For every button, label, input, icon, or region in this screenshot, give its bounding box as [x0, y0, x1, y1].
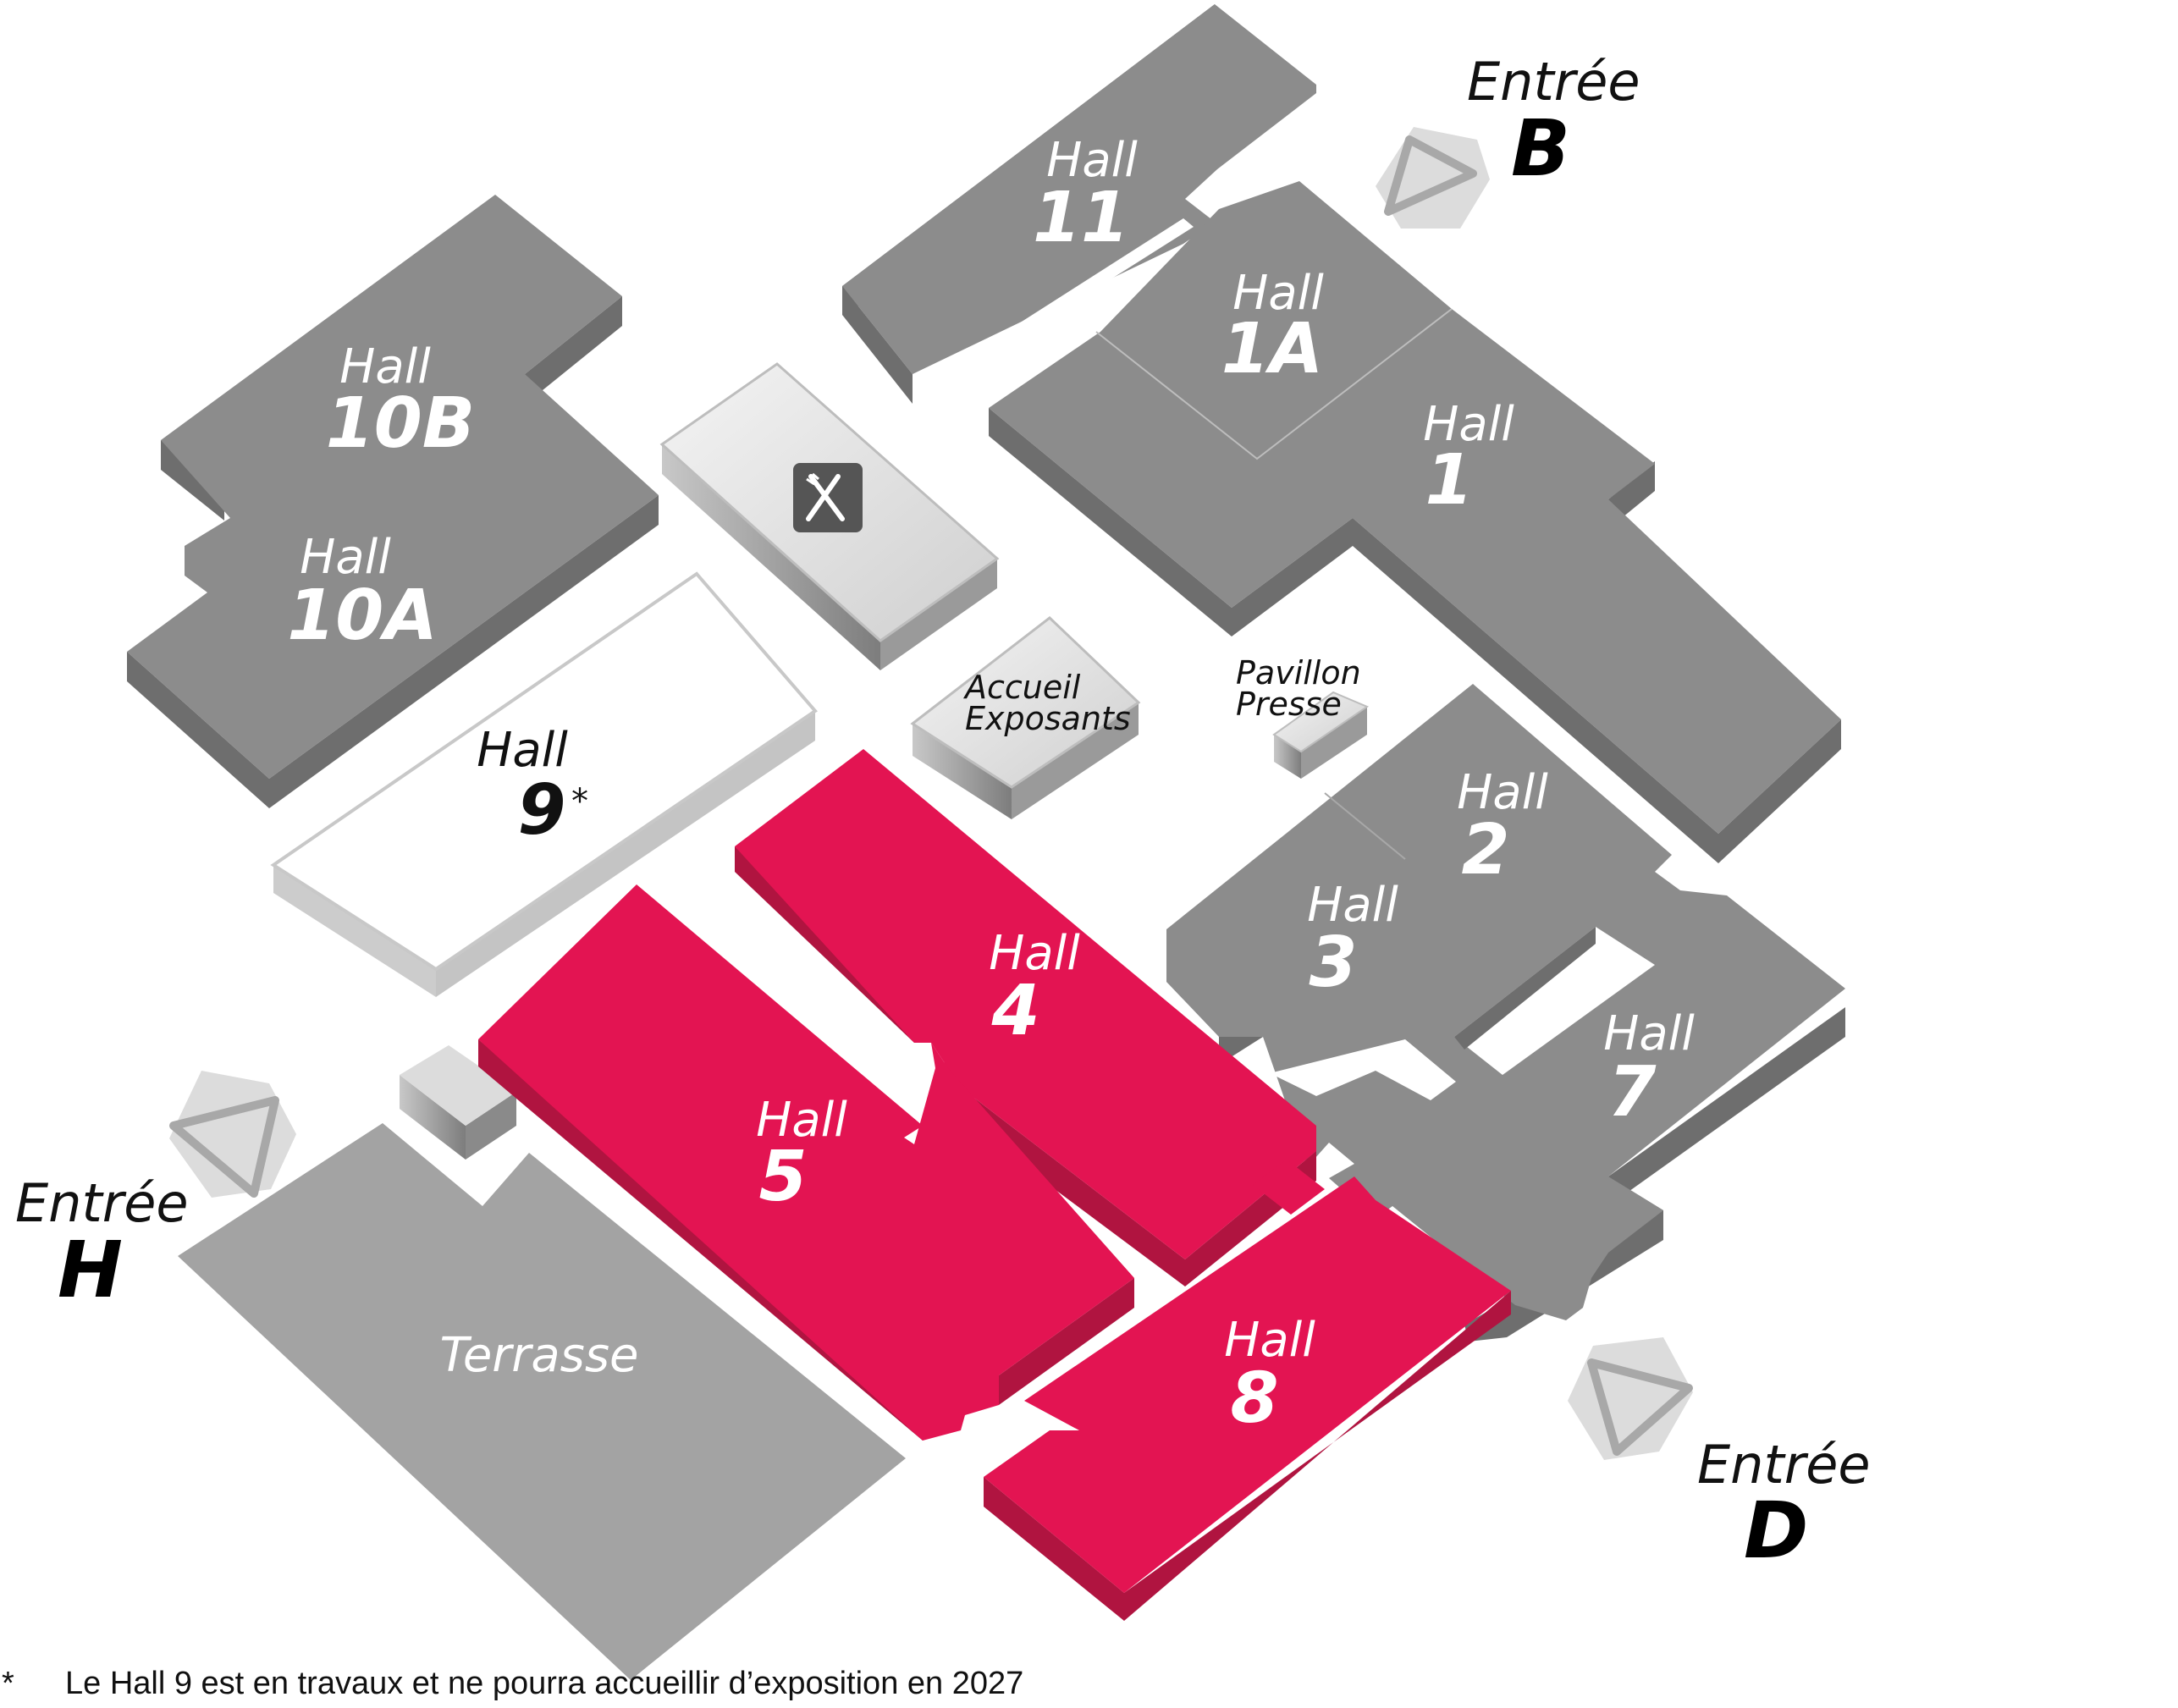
hall-11[interactable]: [842, 4, 1316, 404]
accueil-label-line1: Accueil: [962, 669, 1081, 706]
footnote-text: Le Hall 9 est en travaux et ne pourra ac…: [65, 1666, 1024, 1701]
hall-1[interactable]: [989, 181, 1841, 863]
hall-10a-word: Hall: [300, 530, 391, 585]
entrance-h-letter: H: [58, 1225, 123, 1315]
hall-10b-word: Hall: [339, 339, 431, 394]
hall-1-word: Hall: [1423, 397, 1514, 452]
hall-1a-word: Hall: [1232, 266, 1324, 321]
presse-label-line2: Presse: [1236, 686, 1342, 723]
entrance-b-word: Entrée: [1467, 51, 1640, 113]
entrance-d-marker[interactable]: [1568, 1337, 1693, 1460]
hall-10a-number: 10A: [287, 576, 438, 656]
hall-10[interactable]: [127, 195, 659, 808]
hall-9-asterisk: *: [571, 782, 588, 821]
entrance-h-building[interactable]: [400, 1045, 516, 1160]
entrance-h-marker[interactable]: [169, 1071, 296, 1198]
accueil-label-line2: Exposants: [965, 700, 1131, 737]
entrance-h-word: Entrée: [15, 1172, 189, 1234]
restaurant-building[interactable]: [659, 362, 1000, 670]
hall-4-number: 4: [990, 971, 1039, 1051]
hall-8-word: Hall: [1224, 1313, 1315, 1368]
entrance-d-word: Entrée: [1697, 1434, 1871, 1496]
hall-3-number: 3: [1309, 923, 1357, 1003]
hall-9-number: 9: [517, 770, 565, 851]
hall-2-3-7[interactable]: [1166, 684, 1845, 1342]
presse-label-line1: Pavillon: [1236, 654, 1361, 691]
hall-4-word: Hall: [989, 926, 1080, 981]
hall-7-number: 7: [1607, 1052, 1656, 1132]
pavillon-presse-building[interactable]: [1272, 691, 1370, 779]
hall-3-word: Hall: [1307, 878, 1398, 933]
terrace-label: Terrasse: [440, 1328, 639, 1383]
terrace-area[interactable]: [178, 1123, 906, 1680]
entrance-d-letter: D: [1744, 1485, 1808, 1576]
accueil-exposants-building[interactable]: [910, 616, 1141, 819]
entrance-b-marker[interactable]: [1376, 127, 1490, 229]
hall-1a-number: 1A: [1221, 309, 1324, 389]
hall-11-word: Hall: [1046, 133, 1138, 188]
hall-9-word: Hall: [477, 723, 568, 778]
hall-1-number: 1: [1425, 440, 1473, 521]
hall-5-word: Hall: [756, 1093, 847, 1148]
hall-5[interactable]: [478, 884, 1134, 1441]
hall-2-word: Hall: [1457, 765, 1548, 820]
hall-2-number: 2: [1461, 810, 1509, 890]
footnote: * Le Hall 9 est en travaux et ne pourra a…: [0, 1666, 1023, 1702]
hall-11-number: 11: [1033, 178, 1129, 258]
fork-knife-icon: [793, 463, 863, 532]
hall-9[interactable]: [270, 571, 818, 997]
hall-8[interactable]: [984, 1160, 1511, 1621]
hall-8-number: 8: [1230, 1358, 1278, 1439]
footnote-mark: *: [2, 1666, 14, 1701]
hall-7-word: Hall: [1603, 1006, 1695, 1061]
hall-5-number: 5: [758, 1137, 807, 1217]
entrance-b-letter: B: [1511, 103, 1570, 194]
hall-10b-number: 10B: [326, 383, 476, 464]
